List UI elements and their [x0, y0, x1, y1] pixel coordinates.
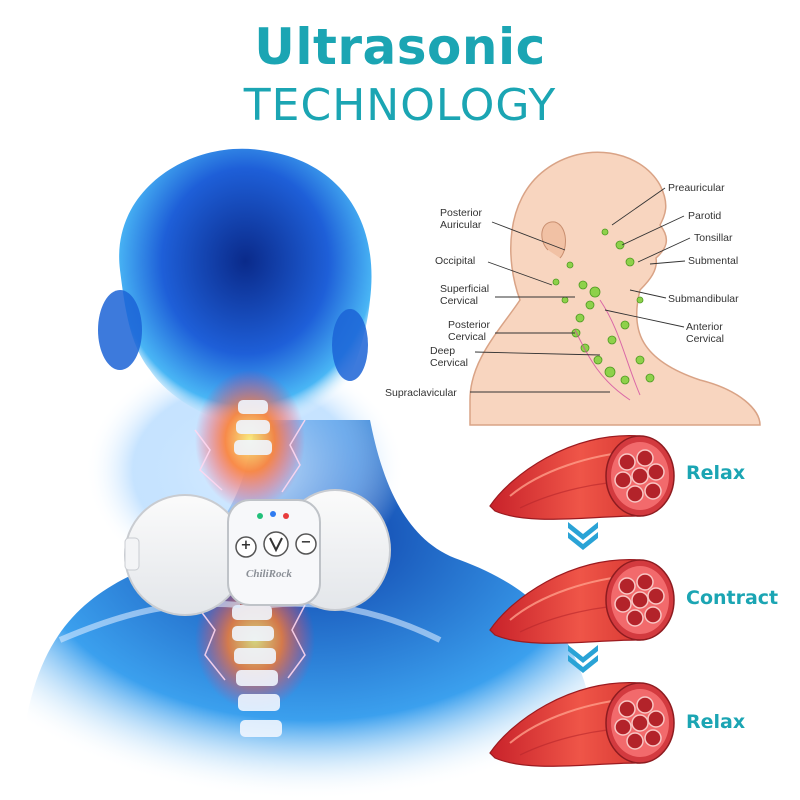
device-brand-logo: ChiliRock: [246, 568, 292, 580]
state-relax-2: Relax: [686, 711, 746, 733]
label-occipital: Occipital: [435, 255, 475, 267]
chevron-down-icon: [568, 645, 598, 673]
chevron-down-icon: [568, 522, 598, 550]
plus-button: +: [240, 538, 252, 553]
title-line-2: TECHNOLOGY: [243, 80, 557, 131]
label-preauricular: Preauricular: [668, 182, 725, 194]
massager-device: [124, 489, 391, 616]
label-parotid: Parotid: [688, 210, 721, 222]
state-contract: Contract: [686, 587, 779, 609]
label-submandibular: Submandibular: [668, 293, 739, 305]
state-relax-1: Relax: [686, 462, 746, 484]
label-submental: Submental: [688, 255, 738, 267]
label-tonsillar: Tonsillar: [694, 232, 733, 244]
title-line-1: Ultrasonic: [254, 18, 546, 76]
label-supraclavicular: Supraclavicular: [385, 387, 457, 399]
minus-button: −: [300, 535, 312, 550]
